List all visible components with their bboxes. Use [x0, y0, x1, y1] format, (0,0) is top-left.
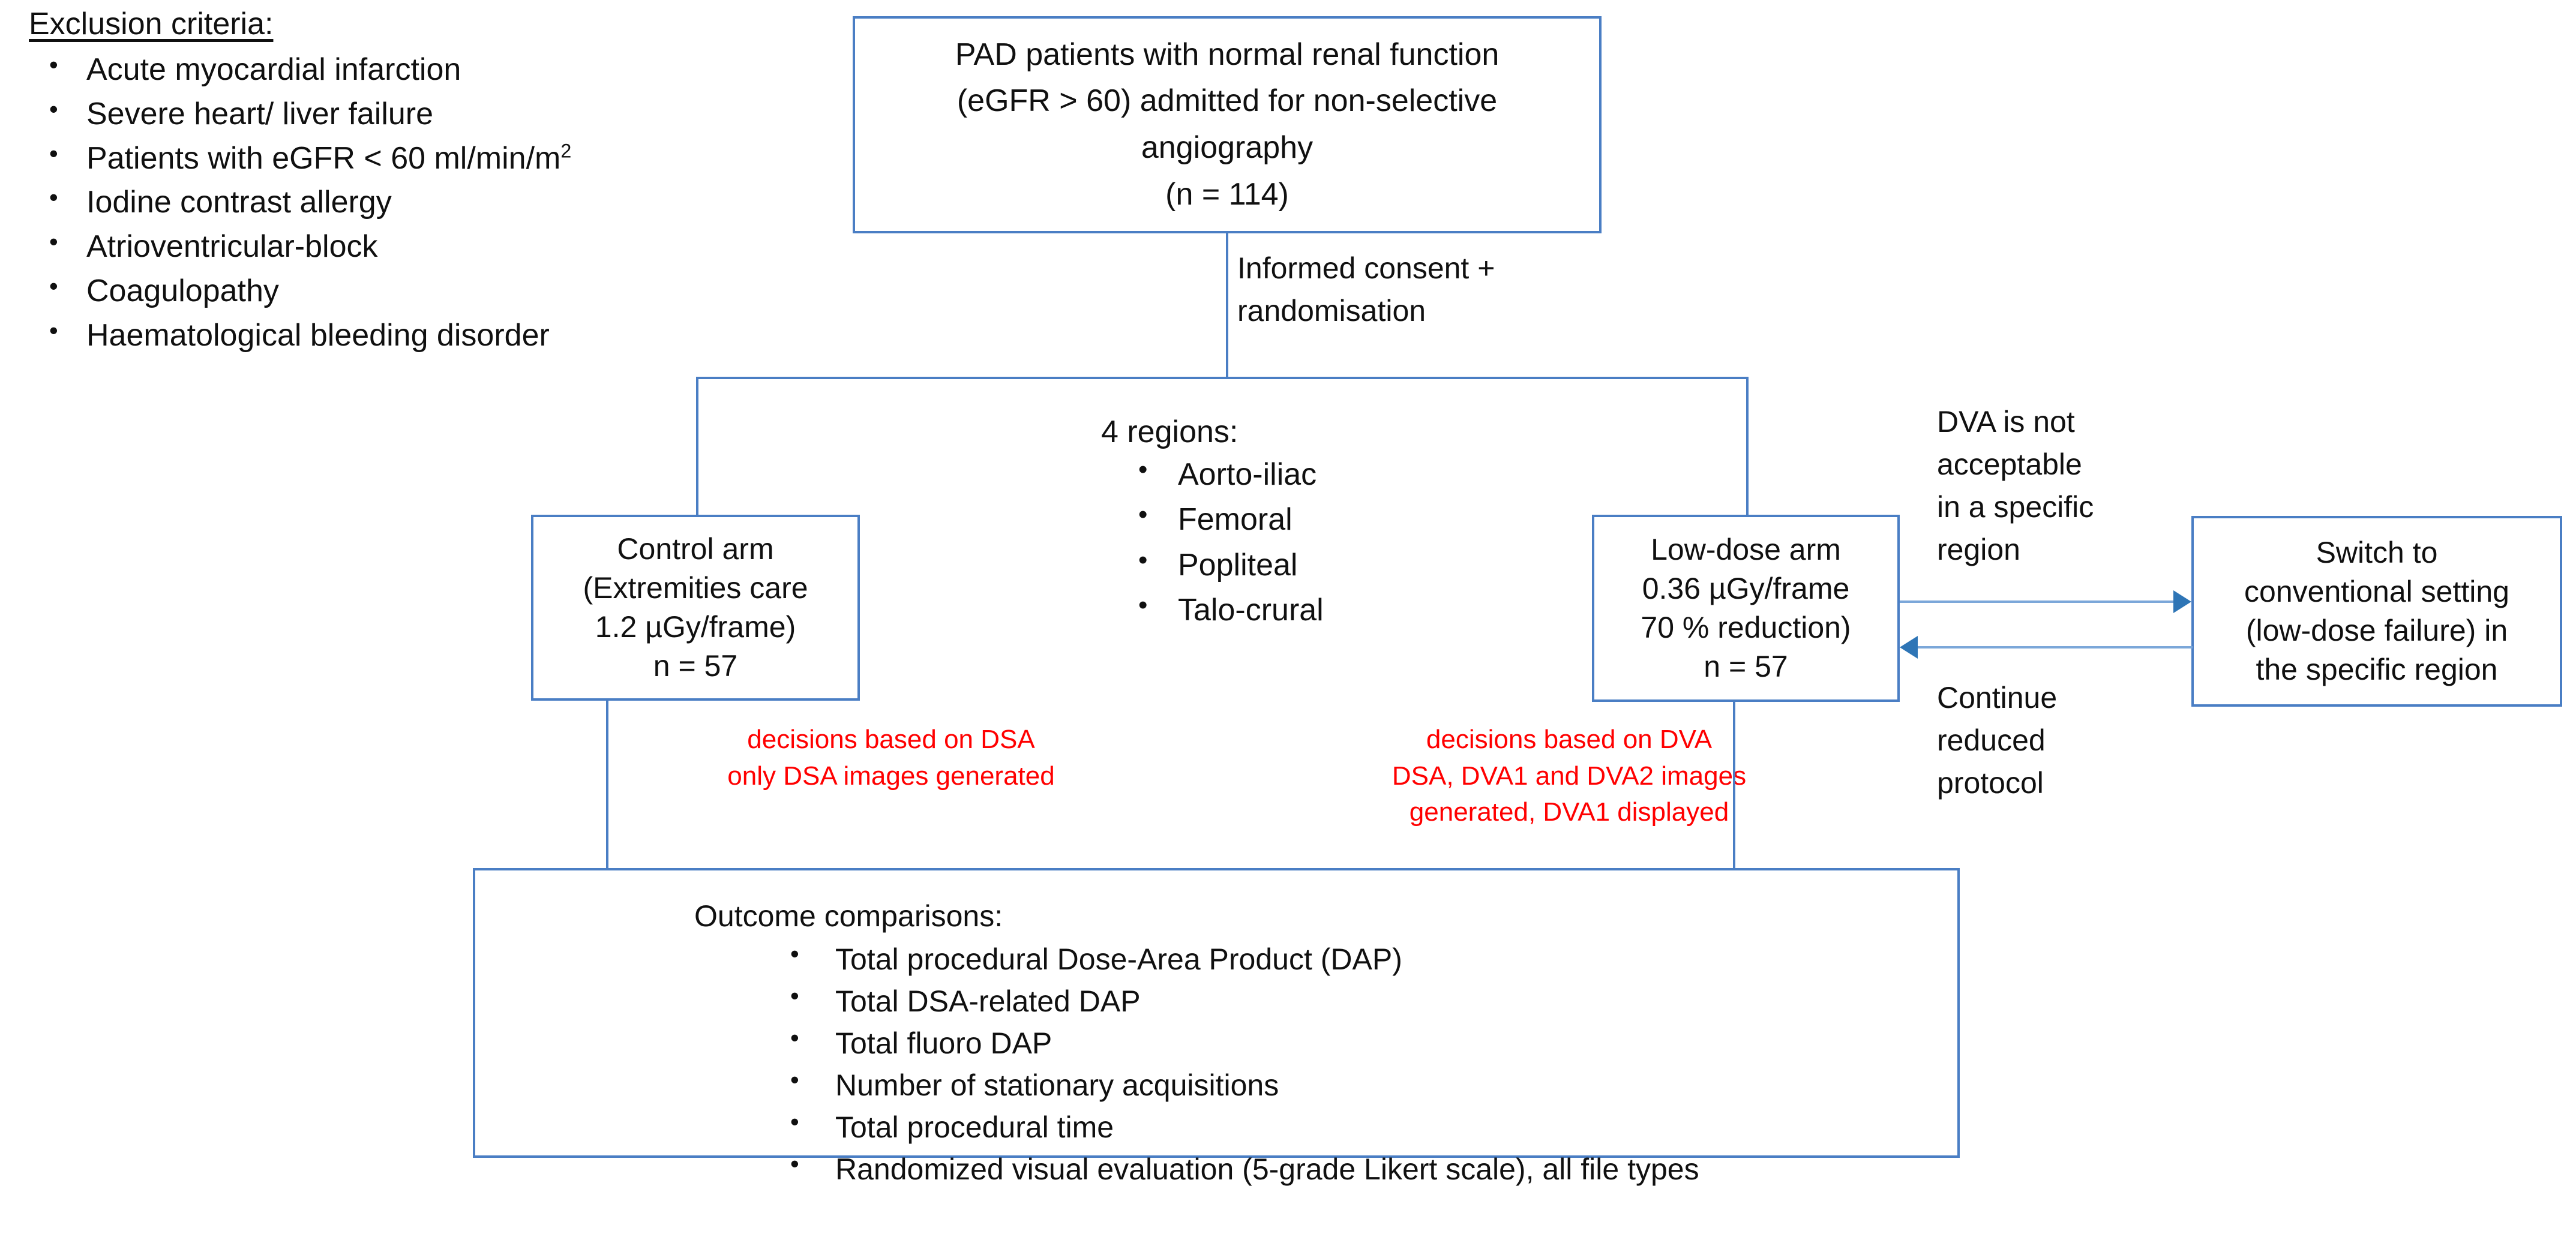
outcome-comparisons-box: Outcome comparisons: Total procedural Do…: [473, 868, 1960, 1186]
lowdose-annotation-line-2: DSA, DVA1 and DVA2 images: [1392, 761, 1747, 791]
exclusion-item-text: Acute myocardial infarction: [86, 52, 461, 87]
control-annotation-line-1: decisions based on DSA: [747, 725, 1035, 754]
control-arm-line-3: 1.2 µGy/frame): [595, 610, 796, 644]
lowdose-arm-line-3: 70 % reduction): [1641, 611, 1851, 644]
list-item: Haematological bleeding disorder: [28, 313, 682, 358]
informed-consent-label: Informed consent + randomisation: [1237, 247, 1621, 332]
exclusion-criteria-title: Exclusion criteria:: [29, 7, 274, 41]
exclusion-item-superscript: 2: [560, 140, 572, 162]
dva-not-acceptable-label: DVA is not acceptable in a specific regi…: [1937, 401, 2159, 571]
lowdose-arm-box: Low-dose arm 0.36 µGy/frame 70 % reducti…: [1592, 515, 1900, 702]
population-line-1: PAD patients with normal renal function: [955, 37, 1500, 72]
exclusion-item-text: Haematological bleeding disorder: [86, 317, 550, 353]
list-item: Total procedural Dose-Area Product (DAP): [475, 936, 1957, 980]
connector-to-lowdose-arm: [1746, 377, 1749, 516]
population-count: (n = 114): [1165, 176, 1289, 212]
continue-reduced-protocol-label: Continue reduced protocol: [1937, 677, 2159, 804]
dva-label-line-2: acceptable: [1937, 448, 2082, 481]
switch-line-3: (low-dose failure) in: [2245, 614, 2508, 647]
list-item: Atrioventricular-block: [28, 224, 682, 269]
list-item: Popliteal: [1101, 541, 1545, 588]
list-item: Patients with eGFR < 60 ml/min/m2: [28, 136, 682, 181]
control-annotation-line-2: only DSA images generated: [727, 761, 1055, 791]
regions-header: 4 regions:: [1101, 415, 1238, 449]
consent-line-2: randomisation: [1237, 294, 1426, 328]
exclusion-criteria-list: Acute myocardial infarction Severe heart…: [28, 47, 682, 358]
list-item: Femoral: [1101, 496, 1545, 542]
list-item: Randomized visual evaluation (5-grade Li…: [475, 1146, 1957, 1190]
list-item: Severe heart/ liver failure: [28, 91, 682, 137]
exclusion-item-text: Iodine contrast allergy: [86, 185, 392, 220]
population-box: PAD patients with normal renal function …: [853, 16, 1602, 233]
population-line-3: angiography: [1141, 130, 1314, 165]
lowdose-annotation-line-3: generated, DVA1 displayed: [1409, 797, 1729, 827]
regions-block: 4 regions: Aorto-iliac Femoral Popliteal…: [1101, 414, 1545, 633]
switch-to-conventional-box: Switch to conventional setting (low-dose…: [2191, 516, 2562, 707]
control-arm-annotation: decisions based on DSA only DSA images g…: [693, 722, 1089, 794]
control-arm-box: Control arm (Extremities care 1.2 µGy/fr…: [531, 515, 860, 701]
list-item: Total procedural time: [475, 1104, 1957, 1148]
list-item: Aorto-iliac: [1101, 451, 1545, 497]
consent-line-1: Informed consent +: [1237, 251, 1495, 285]
continue-label-line-3: protocol: [1937, 766, 2044, 800]
list-item: Iodine contrast allergy: [28, 179, 682, 225]
list-item: Number of stationary acquisitions: [475, 1062, 1957, 1106]
exclusion-item-text: Atrioventricular-block: [86, 229, 378, 265]
dva-label-line-1: DVA is not: [1937, 405, 2075, 439]
control-arm-line-2: (Extremities care: [583, 571, 808, 605]
exclusion-item-text: Severe heart/ liver failure: [86, 96, 434, 131]
lowdose-annotation-line-1: decisions based on DVA: [1426, 725, 1713, 754]
regions-list: Aorto-iliac Femoral Popliteal Talo-crura…: [1101, 451, 1545, 633]
outcome-header: Outcome comparisons:: [694, 899, 1003, 933]
lowdose-arm-count: n = 57: [1704, 650, 1788, 683]
arrow-to-switch-line: [1900, 601, 2175, 603]
list-item: Coagulopathy: [28, 268, 682, 314]
exclusion-item-text: Patients with eGFR < 60 ml/min/m: [86, 140, 561, 176]
connector-split-bar: [696, 377, 1749, 379]
lowdose-arm-line-1: Low-dose arm: [1651, 533, 1841, 566]
connector-to-control-arm: [696, 377, 698, 516]
lowdose-arm-line-2: 0.36 µGy/frame: [1642, 572, 1850, 605]
exclusion-item-text: Coagulopathy: [86, 274, 279, 309]
list-item: Talo-crural: [1101, 586, 1545, 633]
arrow-back-to-lowdose-line: [1918, 646, 2193, 648]
control-arm-line-1: Control arm: [617, 532, 774, 566]
continue-label-line-1: Continue: [1937, 681, 2058, 714]
continue-label-line-2: reduced: [1937, 723, 2046, 757]
list-item: Acute myocardial infarction: [28, 47, 682, 92]
connector-lowdose-to-outcome: [1733, 702, 1735, 870]
switch-line-4: the specific region: [2256, 653, 2498, 686]
lowdose-arm-annotation: decisions based on DVA DSA, DVA1 and DVA…: [1329, 722, 1809, 831]
population-line-2: (eGFR > 60) admitted for non-selective: [956, 83, 1498, 119]
switch-line-1: Switch to: [2316, 536, 2438, 569]
control-arm-count: n = 57: [653, 649, 738, 683]
arrow-right-icon: [2173, 590, 2191, 613]
exclusion-criteria-block: Exclusion criteria: Acute myocardial inf…: [28, 6, 682, 358]
list-item: Total fluoro DAP: [475, 1020, 1957, 1064]
connector-top-stem: [1226, 233, 1228, 378]
switch-line-2: conventional setting: [2244, 575, 2509, 608]
arrow-left-icon: [1900, 636, 1918, 659]
outcome-list: Total procedural Dose-Area Product (DAP)…: [475, 936, 1957, 1190]
connector-control-to-outcome: [606, 701, 608, 870]
dva-label-line-4: region: [1937, 533, 2020, 566]
list-item: Total DSA-related DAP: [475, 978, 1957, 1022]
dva-label-line-3: in a specific: [1937, 490, 2094, 524]
